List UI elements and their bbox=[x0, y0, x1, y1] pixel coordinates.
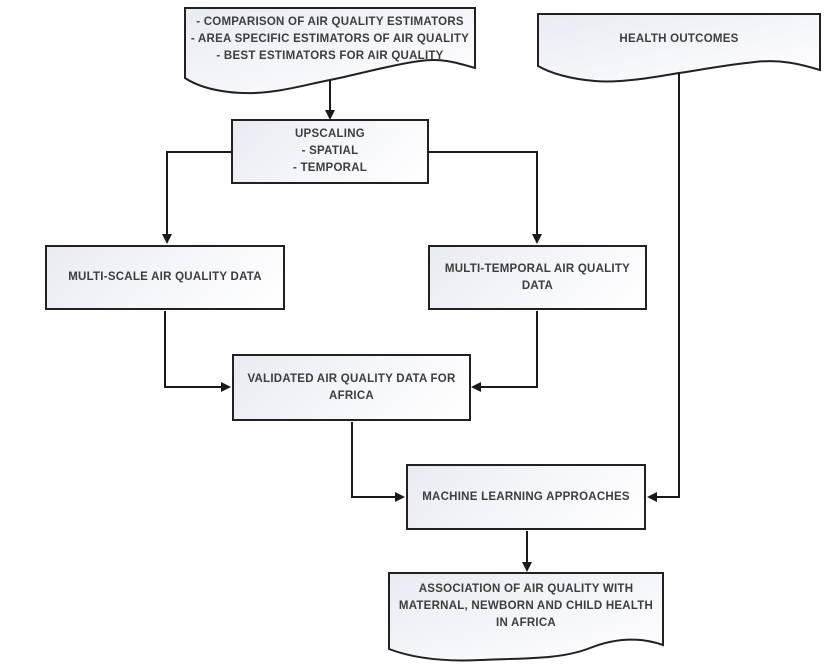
node-line: AFRICA bbox=[329, 389, 374, 402]
node-line: - COMPARISON OF AIR QUALITY ESTIMATORS bbox=[196, 15, 464, 28]
node-multi-temporal-box: MULTI-TEMPORAL AIR QUALITY DATA bbox=[428, 245, 647, 310]
node-line: - BEST ESTIMATORS FOR AIR QUALITY bbox=[216, 49, 444, 62]
estimators-doc-shape bbox=[184, 7, 476, 95]
arrowhead-upscaling-to-multi-scale bbox=[162, 234, 172, 244]
arrow-upscaling-to-multi-temporal bbox=[428, 151, 538, 237]
node-association-doc: ASSOCIATION OF AIR QUALITY WITH MATERNAL… bbox=[393, 575, 659, 637]
node-multi-scale-box: MULTI-SCALE AIR QUALITY DATA bbox=[45, 245, 285, 310]
node-line: IN AFRICA bbox=[496, 616, 556, 629]
node-line: UPSCALING bbox=[295, 128, 365, 140]
node-line: - AREA SPECIFIC ESTIMATORS OF AIR QUALIT… bbox=[190, 32, 470, 45]
node-line: - SPATIAL bbox=[301, 145, 359, 157]
arrowhead-estimators-to-upscaling bbox=[325, 110, 335, 120]
node-line: MACHINE LEARNING APPROACHES bbox=[422, 490, 630, 503]
arrow-multi-scale-to-validated bbox=[164, 311, 224, 388]
node-line: DATA bbox=[521, 279, 554, 292]
node-validated-box: VALIDATED AIR QUALITY DATA FOR AFRICA bbox=[232, 354, 471, 421]
node-line: HEALTH OUTCOMES bbox=[619, 32, 739, 45]
node-health-outcomes-doc: HEALTH OUTCOMES bbox=[542, 16, 816, 62]
association-doc-shape bbox=[388, 572, 664, 662]
arrow-multi-temporal-to-validated bbox=[479, 311, 538, 388]
node-estimators-doc: - COMPARISON OF AIR QUALITY ESTIMATORS -… bbox=[190, 10, 470, 68]
node-upscaling-box: UPSCALING - SPATIAL - TEMPORAL bbox=[231, 119, 429, 184]
health-outcomes-doc-shape bbox=[537, 13, 821, 83]
node-line: MULTI-TEMPORAL AIR QUALITY bbox=[444, 262, 631, 275]
node-line: MULTI-SCALE AIR QUALITY DATA bbox=[68, 271, 262, 283]
arrowhead-multi-temporal-to-validated bbox=[471, 382, 481, 392]
node-line: MATERNAL, NEWBORN AND CHILD HEALTH bbox=[398, 599, 654, 612]
node-line: - TEMPORAL bbox=[292, 162, 368, 174]
arrowhead-ml-to-association bbox=[522, 562, 532, 572]
node-line: VALIDATED AIR QUALITY DATA FOR bbox=[247, 372, 456, 385]
arrow-validated-to-ml bbox=[351, 422, 398, 498]
arrowhead-health-to-ml bbox=[647, 492, 657, 502]
node-ml-box: MACHINE LEARNING APPROACHES bbox=[406, 464, 646, 530]
arrow-health-to-ml bbox=[655, 73, 680, 498]
arrowhead-validated-to-ml bbox=[395, 492, 405, 502]
arrowhead-multi-scale-to-validated bbox=[221, 382, 231, 392]
arrow-upscaling-to-multi-scale bbox=[166, 151, 232, 237]
node-line: ASSOCIATION OF AIR QUALITY WITH bbox=[418, 582, 634, 595]
arrowhead-upscaling-to-multi-temporal bbox=[532, 234, 542, 244]
